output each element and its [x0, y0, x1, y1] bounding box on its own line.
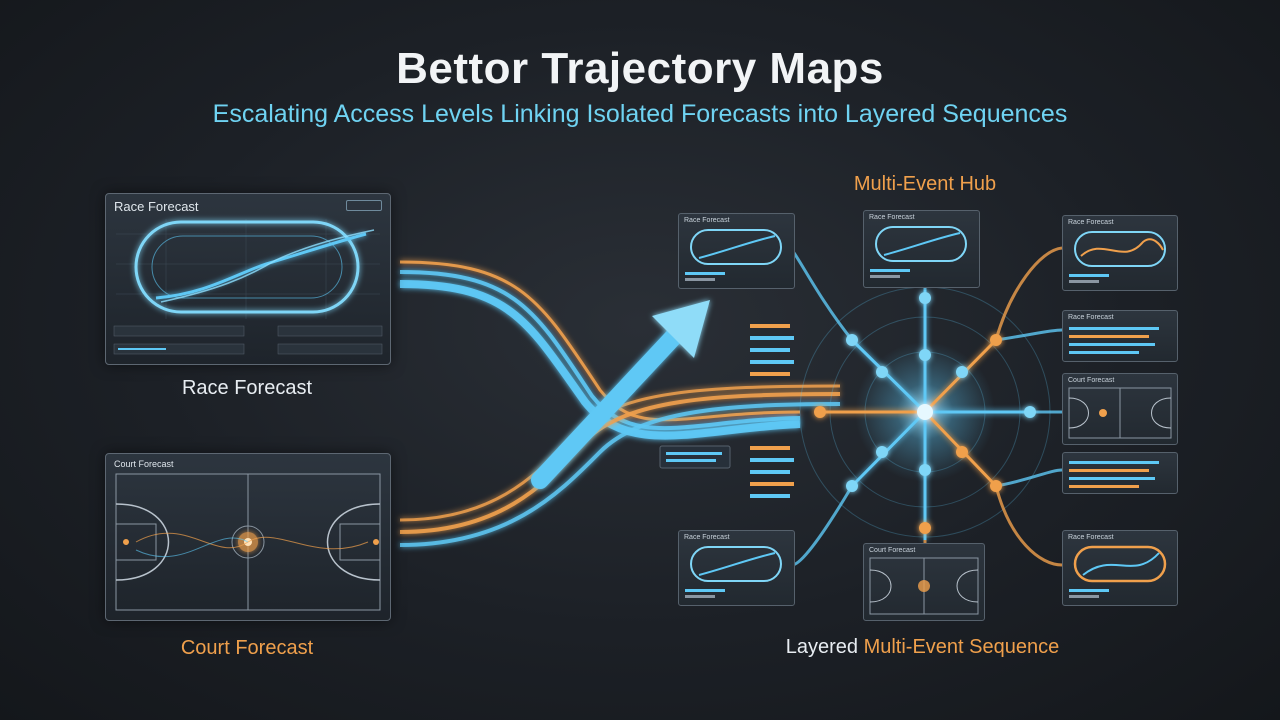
mini-card-stats-2: [1062, 452, 1178, 494]
court-forecast-panel-title: Court Forecast: [114, 459, 174, 469]
mini-card-court-1: Court Forecast: [1062, 373, 1178, 445]
hub-node-icon: [814, 292, 1036, 534]
oval-track-icon: [685, 229, 782, 281]
mini-card-title: Race Forecast: [1068, 219, 1114, 226]
oval-track-icon: [685, 546, 782, 598]
sequence-caption-prefix: Layered: [785, 636, 864, 658]
mini-card-title: Race Forecast: [869, 214, 915, 221]
mini-card-stats-1: Race Forecast: [1062, 310, 1178, 362]
stat-bars: [1069, 461, 1159, 488]
oval-track-icon: [113, 219, 383, 355]
court-forecast-caption: Court Forecast: [180, 637, 314, 659]
page-subtitle: Escalating Access Levels Linking Isolate…: [212, 100, 1068, 128]
mini-card-title: Court Forecast: [869, 547, 916, 554]
mini-card-title: Race Forecast: [684, 534, 730, 541]
mini-card-race-1: Race Forecast: [678, 213, 795, 289]
race-forecast-panel: Race Forecast: [105, 193, 391, 365]
mini-card-title: Race Forecast: [1068, 314, 1114, 321]
sequence-caption-highlight: Multi-Event Sequence: [863, 636, 1060, 658]
basketball-court-icon: [1068, 387, 1172, 439]
mini-card-race-3: Race Forecast: [1062, 215, 1178, 291]
oval-track-icon: [1069, 231, 1166, 283]
hub-bar-stack-top: [750, 324, 794, 376]
mini-card-race-2: Race Forecast: [863, 210, 980, 288]
oval-track-icon: [1069, 545, 1167, 598]
basketball-court-icon: [869, 557, 979, 615]
page-title: Bettor Trajectory Maps: [396, 44, 884, 93]
race-forecast-panel-title: Race Forecast: [114, 199, 199, 214]
hub-bar-stack-bottom: [750, 446, 794, 498]
layered-sequence-caption: Layered Multi-Event Sequence: [720, 636, 1125, 659]
race-forecast-caption: Race Forecast: [181, 377, 313, 399]
mini-card-court-2: Court Forecast: [863, 543, 985, 621]
stat-bars: [1069, 327, 1159, 354]
basketball-court-icon: [115, 473, 381, 611]
mini-card-title: Race Forecast: [1068, 534, 1114, 541]
oval-track-icon: [870, 226, 967, 278]
mini-card-race-4: Race Forecast: [1062, 530, 1178, 606]
mini-card-race-5: Race Forecast: [678, 530, 795, 606]
multi-event-hub-label: Multi-Event Hub: [853, 173, 997, 195]
race-panel-badge: [346, 200, 382, 211]
race-flow-lines: [399, 260, 801, 440]
court-forecast-panel: Court Forecast: [105, 453, 391, 621]
arrow-up-right-icon: [531, 300, 710, 489]
mini-card-title: Court Forecast: [1068, 377, 1115, 384]
mini-card-title: Race Forecast: [684, 217, 730, 224]
